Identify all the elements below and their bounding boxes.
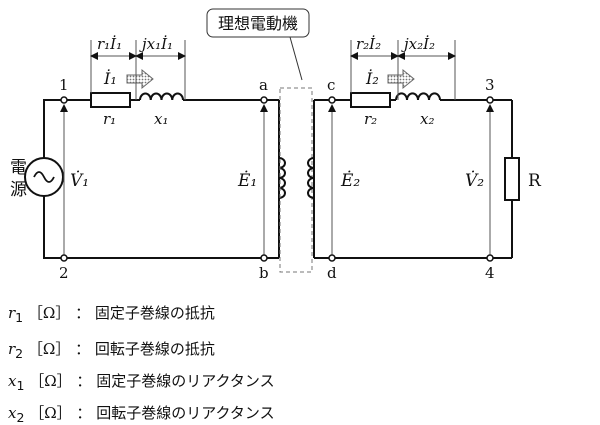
legend-symbol: r <box>8 304 16 322</box>
node-b-label: b <box>259 264 269 282</box>
legend-subscript: 2 <box>16 410 25 425</box>
legend-symbol: x <box>8 404 17 422</box>
legend-separator: ： <box>76 404 92 422</box>
legend-separator: ： <box>76 372 92 390</box>
title-box <box>206 8 310 38</box>
r1-drop-label: r₁İ₁ <box>97 35 122 53</box>
legend-row-2: r2 ［Ω］ ： 回転子巻線の抵抗 <box>8 338 215 361</box>
legend-row-1: r1 ［Ω］ ： 固定子巻線の抵抗 <box>8 302 215 325</box>
r2-label: r₂ <box>364 110 377 128</box>
node-a-label: a <box>259 76 268 94</box>
node-a <box>260 96 268 104</box>
legend-description: 回転子巻線の抵抗 <box>94 340 215 358</box>
legend-unit: ［Ω］ <box>29 404 72 422</box>
legend-subscript: 1 <box>16 378 25 393</box>
primary-resistor <box>90 92 131 108</box>
node-c <box>328 96 336 104</box>
secondary-inductor <box>395 92 441 101</box>
primary-inductor <box>139 92 184 101</box>
r1-label: r₁ <box>103 110 116 128</box>
secondary-resistor <box>350 92 391 108</box>
node-b <box>260 254 268 262</box>
load-resistor <box>504 157 520 201</box>
i2-current-arrow <box>387 68 415 90</box>
node-d <box>328 254 336 262</box>
x1-drop-label: jx₁İ₁ <box>139 35 173 53</box>
node-3 <box>486 96 494 104</box>
secondary-transformer-coil <box>307 157 315 199</box>
e2-label: Ė₂ <box>340 170 360 191</box>
legend-symbol: x <box>8 372 17 390</box>
legend-description: 固定子巻線の抵抗 <box>94 304 215 322</box>
i1-label: İ₁ <box>103 68 117 88</box>
node-3-label: 3 <box>485 76 495 94</box>
legend-unit: ［Ω］ <box>27 304 71 322</box>
r2-drop-label: r₂İ₂ <box>356 35 381 53</box>
source-label-line1: 電 <box>10 158 27 178</box>
e1-label: Ė₁ <box>237 170 257 191</box>
legend-description: 固定子巻線のリアクタンス <box>96 372 275 390</box>
node-4 <box>486 254 494 262</box>
legend-description: 回転子巻線のリアクタンス <box>96 404 275 422</box>
node-2-label: 2 <box>59 264 69 282</box>
i2-label: İ₂ <box>365 68 379 88</box>
node-d-label: d <box>327 264 337 282</box>
legend-separator: ： <box>75 340 91 358</box>
v2-label: V̇₂ <box>465 171 484 191</box>
load-label: R <box>528 171 542 191</box>
primary-transformer-coil <box>278 157 286 199</box>
v1-label: V̇₁ <box>70 171 89 191</box>
legend-separator: ： <box>75 304 91 322</box>
node-4-label: 4 <box>485 264 495 282</box>
x2-drop-label: jx₂İ₂ <box>401 35 435 53</box>
node-1 <box>60 96 68 104</box>
x1-label: x₁ <box>154 110 168 128</box>
primary-wires <box>43 99 280 259</box>
node-1-label: 1 <box>59 76 69 94</box>
legend-unit: ［Ω］ <box>27 340 71 358</box>
node-c-label: c <box>327 76 335 94</box>
legend-row-3: x1 ［Ω］ ： 固定子巻線のリアクタンス <box>8 370 275 393</box>
ideal-motor-box <box>279 87 313 273</box>
node-2 <box>60 254 68 262</box>
legend-subscript: 2 <box>15 346 24 361</box>
title-box-label: 理想電動機 <box>218 14 298 33</box>
ac-sine-icon <box>33 171 55 183</box>
legend-unit: ［Ω］ <box>29 372 72 390</box>
title-pointer <box>289 36 303 81</box>
legend-subscript: 1 <box>15 310 24 325</box>
legend-row-4: x2 ［Ω］ ： 回転子巻線のリアクタンス <box>8 402 275 425</box>
i1-current-arrow <box>126 68 154 90</box>
x2-label: x₂ <box>420 110 434 128</box>
legend-symbol: r <box>8 340 16 358</box>
source-label-line2: 源 <box>10 180 27 200</box>
